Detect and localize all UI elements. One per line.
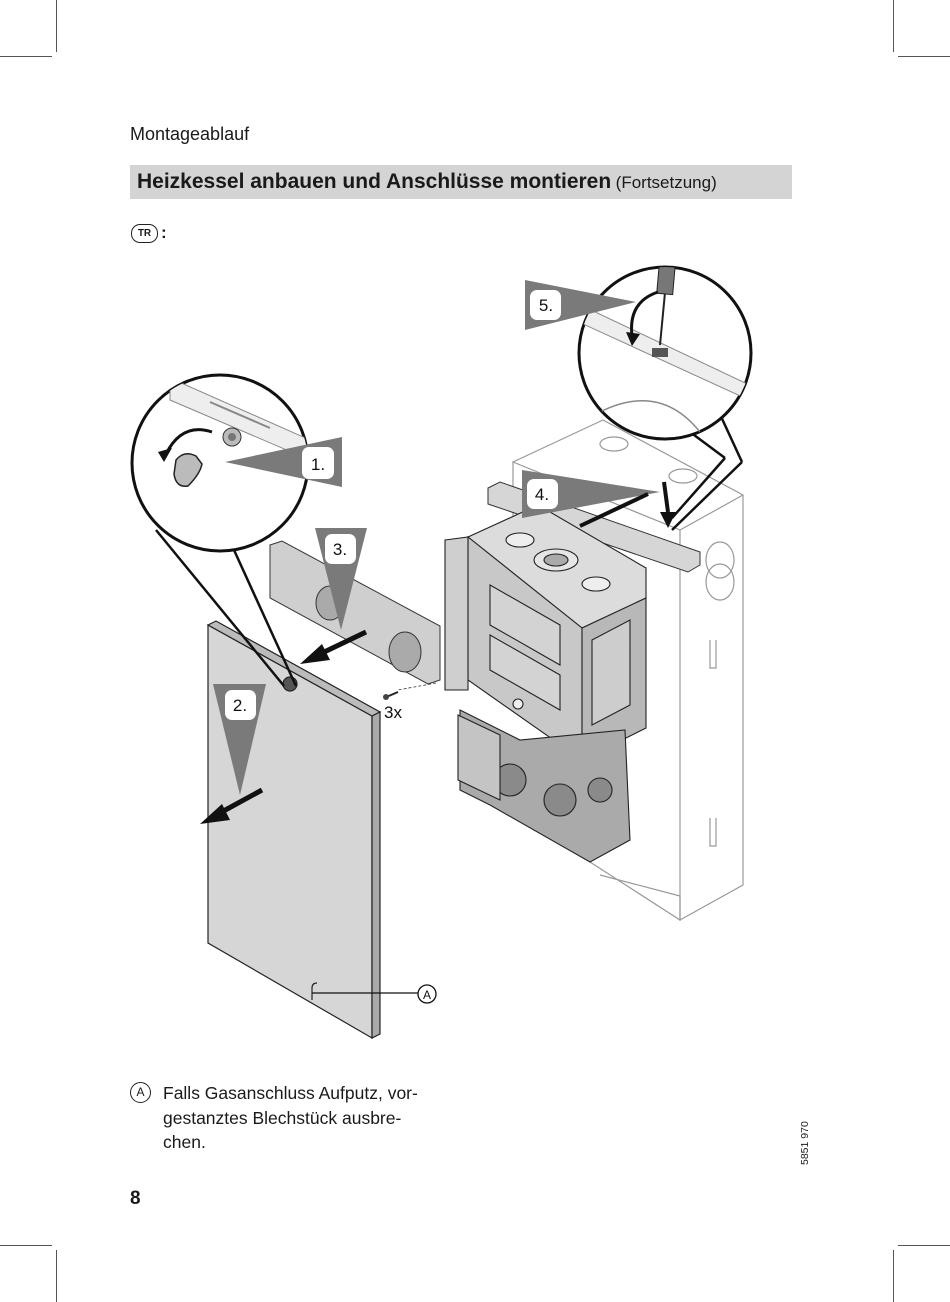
section-label: Montageablauf (130, 124, 250, 144)
step-badge-5 (530, 290, 561, 320)
screw-guide-line (397, 682, 437, 691)
boiler-unit (444, 504, 647, 863)
detail-circle-5 (577, 265, 753, 531)
arrow-icon (579, 481, 676, 528)
step-label-3: 3. (333, 540, 347, 559)
crop-mark (898, 56, 950, 57)
step-badge-3 (325, 534, 356, 564)
crop-mark (56, 1250, 57, 1302)
callout-label: A (423, 988, 431, 1002)
screw-icon (383, 691, 399, 700)
page-title-suffix: (Fortsetzung) (615, 173, 717, 192)
country-code: TR : (131, 223, 167, 243)
crop-mark (0, 56, 52, 57)
step-label-1: 1. (311, 455, 325, 474)
crop-mark (893, 0, 894, 52)
document-number: 5851 970 (799, 1121, 811, 1165)
legend-marker: A (130, 1082, 151, 1103)
arrow-icon (300, 629, 368, 664)
crop-mark (56, 0, 57, 52)
step-label-5: 5. (539, 296, 553, 315)
step-badge-4 (527, 479, 558, 509)
legend-item: A Falls Gasanschluss Aufputz, vor- gesta… (130, 1081, 418, 1155)
quarter-turn-fastener-icon (173, 453, 203, 487)
arrow-icon (200, 787, 264, 824)
page-title: Heizkessel anbauen und Anschlüsse montie… (137, 170, 612, 193)
step-badge-2 (225, 690, 256, 720)
crop-mark (893, 1250, 894, 1302)
callout-marker (417, 984, 437, 1004)
step-label-4: 4. (535, 485, 549, 504)
crop-mark (898, 1245, 950, 1246)
country-badge: TR (131, 223, 158, 243)
screwdriver-arrow-icon (630, 290, 659, 337)
mounting-frame (511, 419, 744, 922)
legend-text: Falls Gasanschluss Aufputz, vor- gestanz… (163, 1083, 418, 1152)
screw-count: 3x (384, 703, 402, 722)
crop-mark (0, 1245, 52, 1246)
country-suffix: : (161, 223, 167, 242)
step-label-2: 2. (233, 696, 247, 715)
page-number: 8 (130, 1188, 141, 1209)
front-panel-strip (269, 540, 441, 685)
page-title-bar: Heizkessel anbauen und Anschlüsse montie… (130, 165, 792, 199)
step-badge-1 (302, 447, 334, 479)
